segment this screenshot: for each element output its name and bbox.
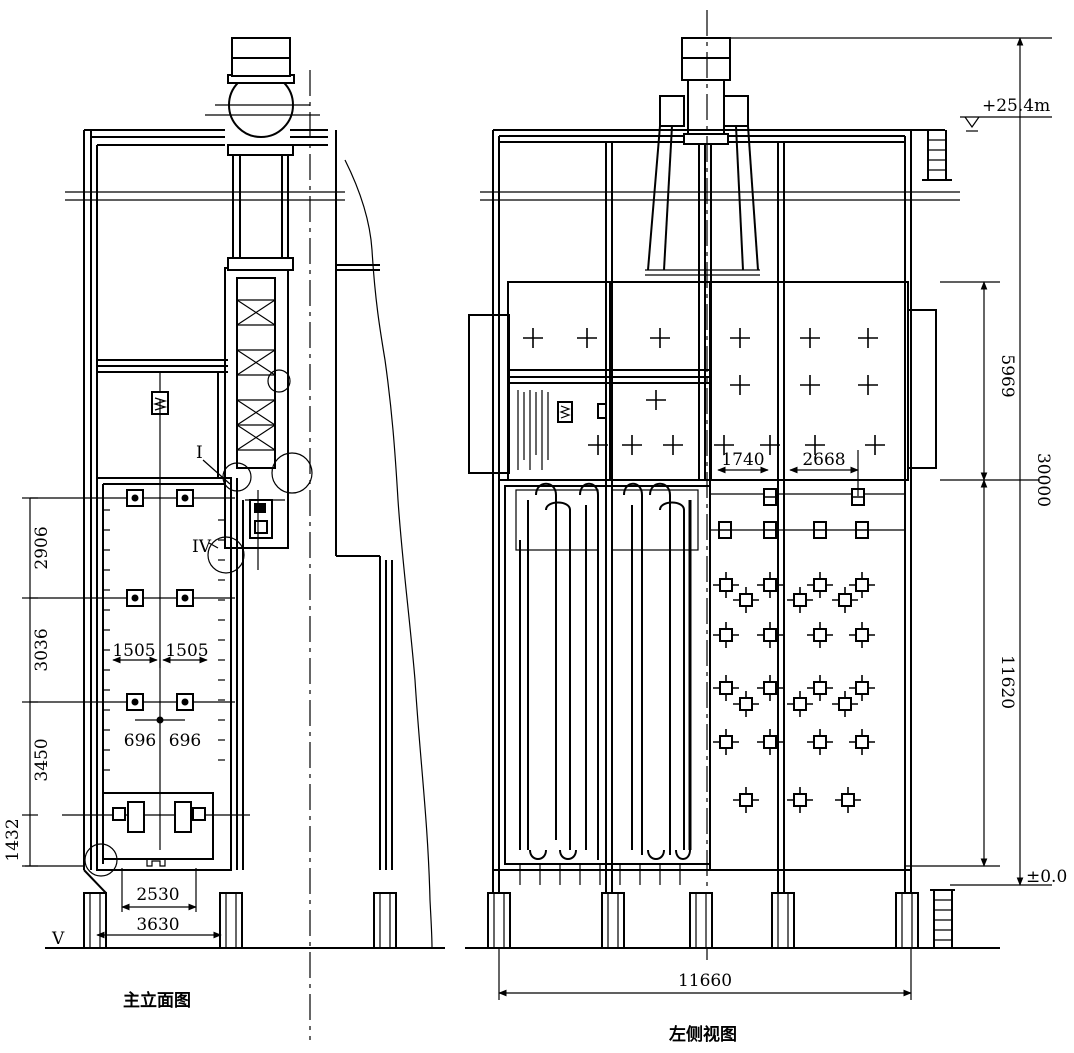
dim-text-1505-left: 1505 xyxy=(112,641,155,661)
detail-label-5: V xyxy=(51,929,65,949)
dim-text-11660: 11660 xyxy=(678,971,732,991)
dim-text-5969: 5969 xyxy=(997,354,1017,397)
upper-casing xyxy=(468,281,937,481)
dim-text-11620: 11620 xyxy=(997,655,1017,709)
right-side-wall xyxy=(335,130,433,949)
dim-text-1740: 1740 xyxy=(721,450,764,470)
front-vertical-dimensions xyxy=(22,497,84,867)
side-view-caption: 左侧视图 xyxy=(669,1024,737,1045)
serpentine-tubes xyxy=(515,482,699,860)
top-ladder xyxy=(922,130,952,181)
side-foundations xyxy=(487,869,919,949)
dim-text-696-left: 696 xyxy=(124,731,156,751)
side-elevation-view xyxy=(465,10,1052,1000)
bottom-ladder xyxy=(930,889,955,948)
detail-circle-4 xyxy=(207,536,245,574)
side-bolt-grid xyxy=(712,488,876,814)
dim-text-696-right: 696 xyxy=(169,731,201,751)
detail-circle-3 xyxy=(267,369,291,393)
dim-text-2906: 2906 xyxy=(32,526,52,569)
upper-steps xyxy=(217,372,226,478)
detail-label-1: I xyxy=(196,443,203,463)
detail-label-4: IV xyxy=(192,537,212,557)
dim-text-2668: 2668 xyxy=(802,450,845,470)
dim-text-1505-right: 1505 xyxy=(165,641,208,661)
side-dimension-lines xyxy=(498,37,1052,1000)
tube-stubs xyxy=(519,864,681,885)
hatched-wall xyxy=(517,390,549,470)
front-view-caption: 主立面图 xyxy=(123,990,191,1011)
dim-text-1432: 1432 xyxy=(3,818,23,861)
steam-drum xyxy=(205,37,320,138)
top-beams xyxy=(65,129,345,201)
detail-circle-5 xyxy=(84,843,118,877)
middle-platform xyxy=(97,359,228,415)
side-frame-columns xyxy=(492,130,912,893)
lower-casing xyxy=(498,479,906,871)
outer-frame-columns xyxy=(83,130,244,870)
dim-text-3036: 3036 xyxy=(32,628,52,671)
downcomer-column xyxy=(224,144,294,570)
dim-1505 xyxy=(112,650,208,668)
boiler-body xyxy=(30,400,250,871)
dim-text-30000: 30000 xyxy=(1033,453,1053,507)
dim-text-3630: 3630 xyxy=(136,915,179,935)
detail-circle-2 xyxy=(271,452,313,494)
foundation-piers xyxy=(83,869,397,949)
elevation-ground: ±0.0 xyxy=(1026,867,1067,887)
dim-2530-3630 xyxy=(96,868,222,939)
elevation-top: +25.4m xyxy=(982,96,1050,116)
dim-text-3450: 3450 xyxy=(32,738,52,781)
front-elevation-view xyxy=(22,37,445,1040)
dim-text-2530: 2530 xyxy=(136,885,179,905)
